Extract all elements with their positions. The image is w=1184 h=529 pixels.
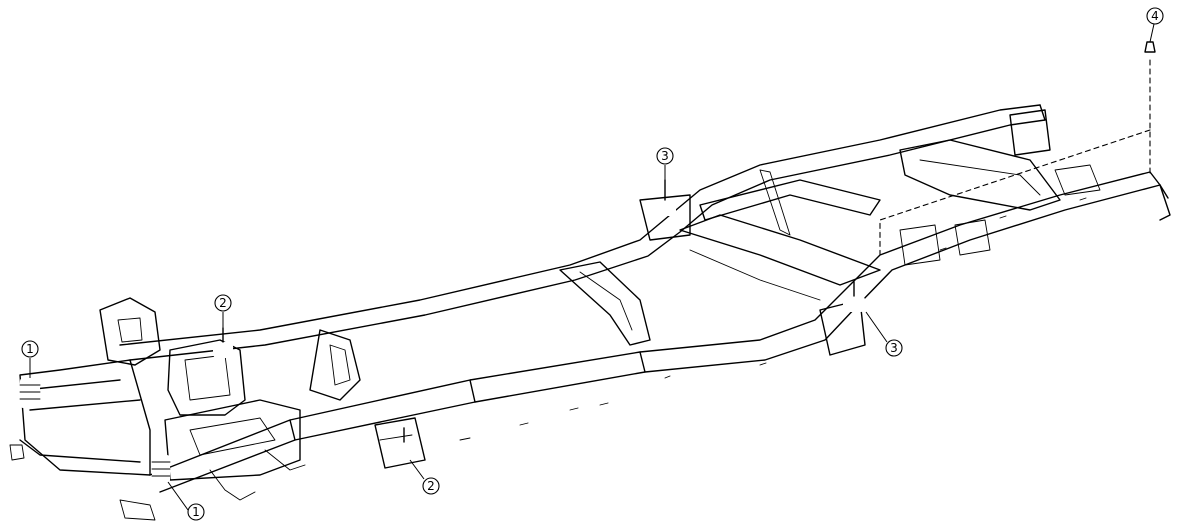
callout-1-top-left: 1 <box>21 340 39 378</box>
cushion-2-bottom <box>394 427 414 458</box>
rear-crossmember <box>899 109 1101 211</box>
svg-text:2: 2 <box>219 296 227 310</box>
plug-guide <box>879 41 1156 256</box>
front-crossmember <box>9 359 156 521</box>
svg-text:4: 4 <box>1151 9 1159 23</box>
far-side-rail <box>119 104 1046 361</box>
insulator-front-right <box>151 455 171 483</box>
near-side-rail <box>149 171 1171 493</box>
mid-bracket-near <box>374 417 426 469</box>
callout-4: 4 <box>1146 7 1164 43</box>
svg-text:1: 1 <box>26 342 34 356</box>
rail-holes <box>459 197 1087 441</box>
vehicle-frame <box>9 41 1171 521</box>
callout-2-top: 2 <box>214 294 232 328</box>
callout-3-right: 3 <box>865 311 903 357</box>
callout-1-bottom: 1 <box>167 481 205 521</box>
front-suspension-crossmember <box>164 399 306 501</box>
cushion-3-right <box>843 281 865 312</box>
svg-text:3: 3 <box>890 341 898 355</box>
center-crossmember <box>309 261 651 401</box>
cushion-2-top <box>213 327 233 358</box>
svg-text:1: 1 <box>192 505 200 519</box>
rear-x-crossmember <box>679 169 881 301</box>
callout-2-bottom: 2 <box>409 459 440 495</box>
cushion-3-left <box>654 179 676 216</box>
callout-3-left: 3 <box>656 147 674 180</box>
svg-text:3: 3 <box>661 149 669 163</box>
insulator-front-left <box>19 378 41 408</box>
svg-text:2: 2 <box>427 479 435 493</box>
